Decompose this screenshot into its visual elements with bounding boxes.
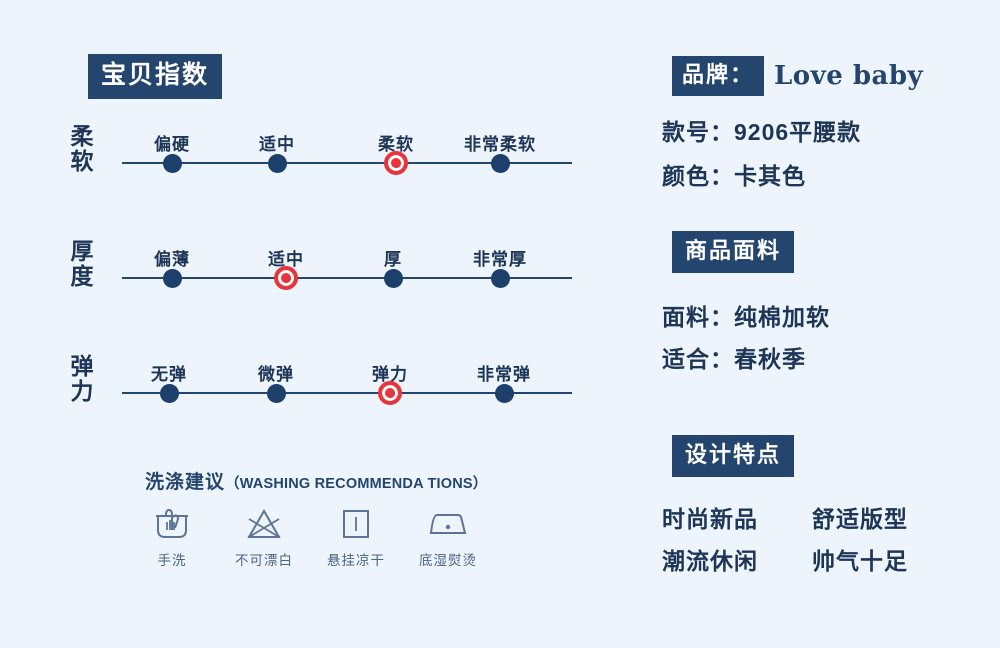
wash-caption: 悬挂凉干	[327, 553, 385, 568]
scale-point-label: 偏薄	[154, 250, 190, 269]
design-feature-grid: 时尚新品 舒适版型 潮流休闲 帅气十足	[662, 500, 982, 584]
design-feature-row: 潮流休闲 帅气十足	[662, 542, 982, 576]
scale-point-dot[interactable]	[162, 268, 182, 288]
axis-label-char: 度	[70, 263, 94, 289]
scale-track	[122, 392, 572, 394]
scale-point-label: 偏硬	[154, 135, 190, 154]
design-feature: 舒适版型	[812, 506, 908, 532]
brand-name: Love baby	[774, 61, 924, 91]
design-feature: 帅气十足	[812, 548, 908, 574]
scale-point-dot[interactable]	[162, 153, 182, 173]
color-value: 颜色：卡其色	[662, 163, 806, 189]
season-value: 适合：春秋季	[662, 346, 806, 372]
scale-axis-label-elasticity: 弹 力	[62, 354, 102, 404]
scale-point-dot[interactable]	[159, 383, 179, 403]
scale-point-label: 适中	[268, 250, 304, 269]
scale-track	[122, 277, 572, 279]
design-feature-row: 时尚新品 舒适版型	[662, 500, 982, 534]
brand-label: 品牌：	[672, 56, 765, 96]
scale-point-label: 弹力	[372, 365, 408, 384]
scale-point-dot[interactable]	[383, 268, 403, 288]
scale-point-label: 非常厚	[473, 250, 527, 269]
fabric-value: 面料：纯棉加软	[662, 304, 830, 330]
scale-point-dot[interactable]	[490, 153, 510, 173]
axis-label-char: 力	[70, 378, 94, 404]
scale-row-elasticity: 弹 力 无弹 微弹 弹力 非常弹	[62, 352, 582, 432]
baby-index-panel: 宝贝指数 柔 软 偏硬 适中 柔软 非常柔软 厚 度	[62, 54, 582, 569]
baby-index-title: 宝贝指数	[88, 54, 223, 99]
hang-dry-icon	[314, 503, 398, 545]
scale-track	[122, 162, 572, 164]
design-feature: 时尚新品	[662, 506, 758, 532]
axis-label-char: 柔	[70, 123, 94, 149]
scale-row-thickness: 厚 度 偏薄 适中 厚 非常厚	[62, 237, 582, 317]
scale-point-label: 非常柔软	[464, 135, 536, 154]
wash-item-hang-dry: 悬挂凉干	[314, 503, 398, 569]
scale-point-label: 厚	[384, 250, 402, 269]
scale-row-softness: 柔 软 偏硬 适中 柔软 非常柔软	[62, 122, 582, 202]
design-feature: 潮流休闲	[662, 548, 758, 574]
scale-point-dot[interactable]	[490, 268, 510, 288]
brand-line: 品牌： Love baby	[672, 56, 923, 96]
scale-point-label: 柔软	[378, 135, 414, 154]
wash-caption: 手洗	[157, 553, 187, 568]
axis-label-char: 厚	[70, 238, 94, 264]
washing-recommendations-title: 洗涤建议（WASHING RECOMMENDA TIONS）	[145, 467, 487, 494]
wash-item-no-bleach: 不可漂白	[222, 503, 306, 569]
scale-point-dot-selected[interactable]	[274, 266, 298, 290]
axis-label-char: 软	[70, 148, 94, 174]
steam-iron-icon	[406, 503, 490, 545]
scale-point-dot-selected[interactable]	[384, 151, 408, 175]
design-section-title: 设计特点	[672, 435, 795, 477]
washing-icon-list: 手洗 不可漂白 悬挂凉干	[130, 503, 490, 569]
washing-title-en: （WASHING RECOMMENDA TIONS）	[225, 476, 488, 492]
wash-caption: 不可漂白	[235, 553, 293, 568]
style-number: 款号：9206平腰款	[662, 119, 862, 145]
washing-title-cn: 洗涤建议	[145, 472, 226, 493]
wash-caption: 底湿熨烫	[419, 553, 477, 568]
scale-point-label: 微弹	[258, 365, 294, 384]
wash-item-steam-iron: 底湿熨烫	[406, 503, 490, 569]
wash-item-hand-wash: 手洗	[130, 503, 214, 569]
scale-axis-label-softness: 柔 软	[62, 124, 102, 174]
scale-point-dot[interactable]	[494, 383, 514, 403]
scale-point-dot[interactable]	[267, 153, 287, 173]
scale-point-dot[interactable]	[266, 383, 286, 403]
hand-wash-icon	[130, 503, 214, 545]
axis-label-char: 弹	[70, 353, 94, 379]
scale-point-label: 非常弹	[477, 365, 531, 384]
product-info-panel: 品牌： Love baby 款号：9206平腰款 颜色：卡其色 商品面料 面料：…	[610, 0, 1000, 648]
scale-axis-label-thickness: 厚 度	[62, 239, 102, 289]
scale-point-label: 适中	[259, 135, 295, 154]
fabric-section-title: 商品面料	[672, 231, 795, 273]
no-bleach-icon	[222, 503, 306, 545]
scale-point-dot-selected[interactable]	[378, 381, 402, 405]
scale-point-label: 无弹	[151, 365, 187, 384]
